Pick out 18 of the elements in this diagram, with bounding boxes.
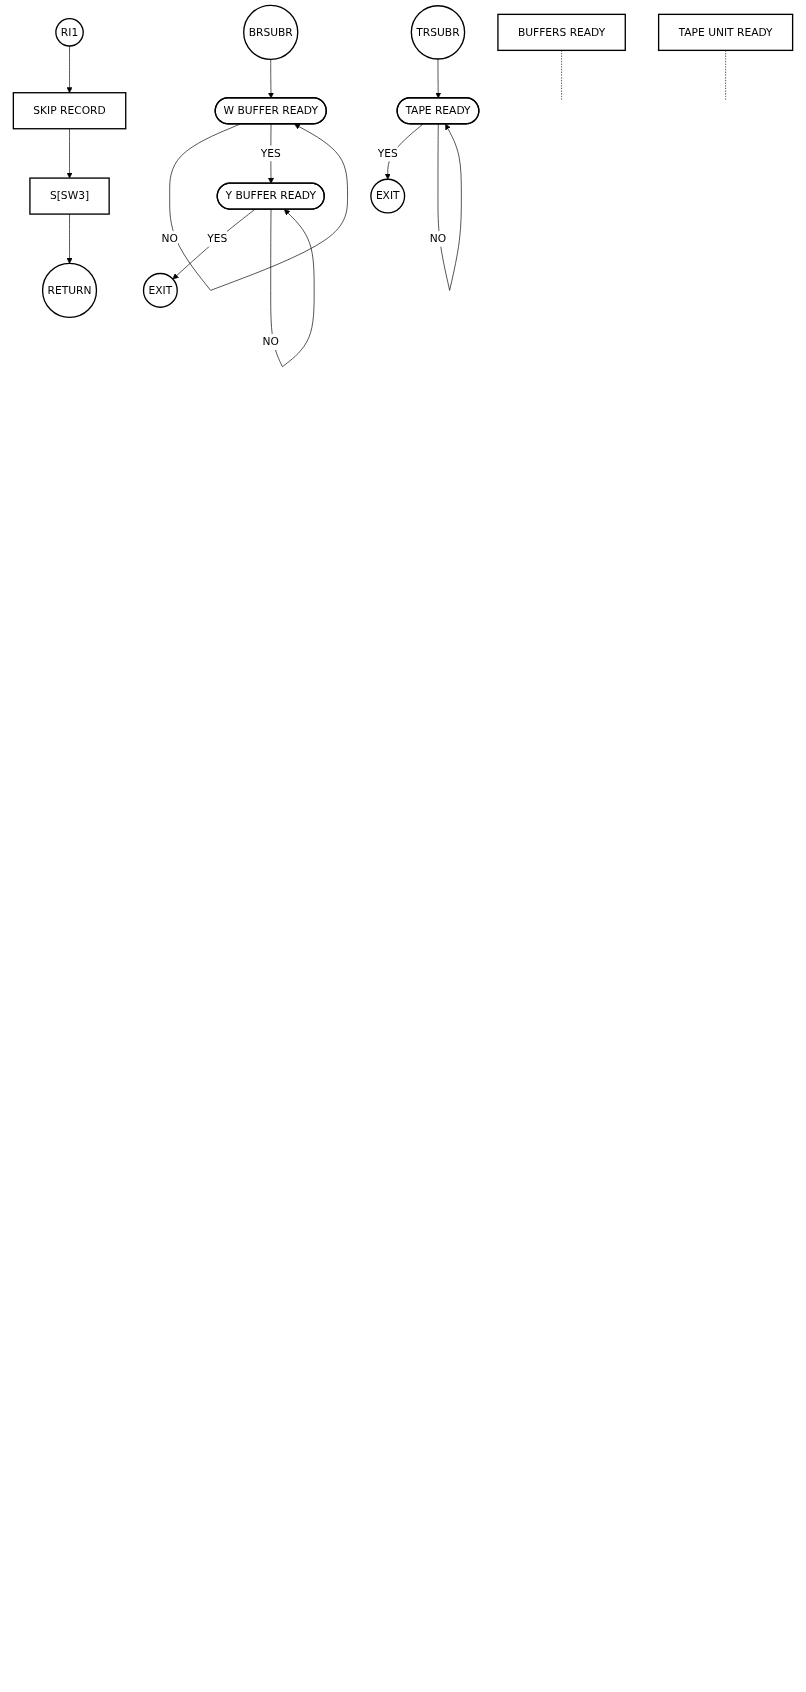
edge-label: NO xyxy=(161,232,178,245)
node-box: TAPE UNIT READY xyxy=(657,13,794,52)
node-circle: RI1 xyxy=(55,18,84,47)
node-box: SKIP RECORD xyxy=(12,92,127,130)
edge-label: YES xyxy=(207,232,228,245)
node-circle: TRSUBR xyxy=(410,5,466,60)
node-circle: EXIT xyxy=(370,178,406,214)
edge-label: YES xyxy=(260,146,281,160)
connector xyxy=(561,50,562,102)
node-box: S[SW3] xyxy=(29,177,110,215)
connector xyxy=(725,50,726,102)
edge-label: NO xyxy=(429,232,447,245)
node-circle: EXIT xyxy=(142,272,178,308)
node-box: BUFFERS READY xyxy=(497,13,626,52)
edge-label: YES xyxy=(377,146,398,160)
node-circle: BRSUBR xyxy=(243,4,299,61)
node-circle: RETURN xyxy=(41,262,98,318)
edge-label: NO xyxy=(262,335,279,348)
